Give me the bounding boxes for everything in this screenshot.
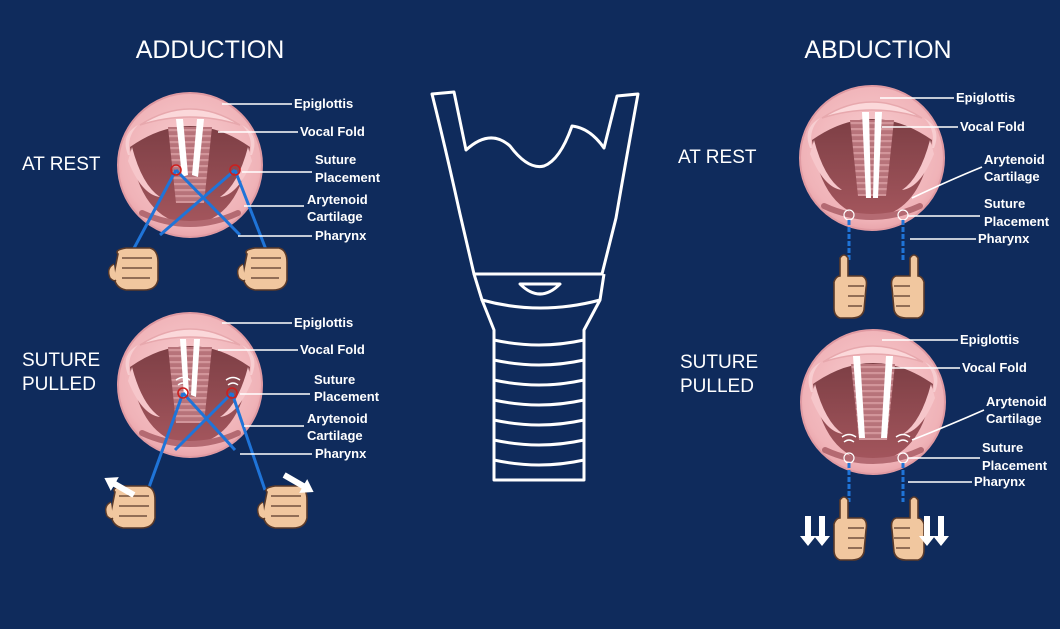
label-cartilage: Cartilage xyxy=(307,209,363,224)
label-epiglottis: Epiglottis xyxy=(294,96,353,111)
label-vocal-fold: Vocal Fold xyxy=(300,342,365,357)
label-vocal-fold: Vocal Fold xyxy=(300,124,365,139)
state-label-suture: SUTURE xyxy=(22,350,100,371)
state-label-at-rest: AT REST xyxy=(22,154,101,175)
label-pharynx: Pharynx xyxy=(978,231,1030,246)
label-epiglottis: Epiglottis xyxy=(960,332,1019,347)
label-cartilage: Cartilage xyxy=(986,411,1042,426)
label-vocal-fold: Vocal Fold xyxy=(962,360,1027,375)
state-label-at-rest: AT REST xyxy=(678,147,757,168)
label-suture: Suture xyxy=(315,152,356,167)
label-vocal-fold: Vocal Fold xyxy=(960,119,1025,134)
label-arytenoid: Arytenoid xyxy=(307,411,368,426)
label-cartilage: Cartilage xyxy=(984,169,1040,184)
label-suture: Suture xyxy=(984,196,1025,211)
label-arytenoid: Arytenoid xyxy=(307,192,368,207)
label-arytenoid: Arytenoid xyxy=(984,152,1045,167)
state-label-pulled: PULLED xyxy=(22,374,96,395)
label-cartilage: Cartilage xyxy=(307,428,363,443)
label-placement: Placement xyxy=(314,389,380,404)
label-placement: Placement xyxy=(984,214,1050,229)
label-epiglottis: Epiglottis xyxy=(294,315,353,330)
adduction-title: ADDUCTION xyxy=(136,36,285,64)
label-pharynx: Pharynx xyxy=(315,228,367,243)
label-placement: Placement xyxy=(982,458,1048,473)
label-pharynx: Pharynx xyxy=(974,474,1026,489)
state-label-suture: SUTURE xyxy=(680,352,758,373)
label-suture: Suture xyxy=(314,372,355,387)
abduction-title: ABDUCTION xyxy=(804,36,951,64)
label-placement: Placement xyxy=(315,170,381,185)
state-label-pulled: PULLED xyxy=(680,376,754,397)
label-pharynx: Pharynx xyxy=(315,446,367,461)
label-arytenoid: Arytenoid xyxy=(986,394,1047,409)
label-suture: Suture xyxy=(982,440,1023,455)
label-epiglottis: Epiglottis xyxy=(956,90,1015,105)
